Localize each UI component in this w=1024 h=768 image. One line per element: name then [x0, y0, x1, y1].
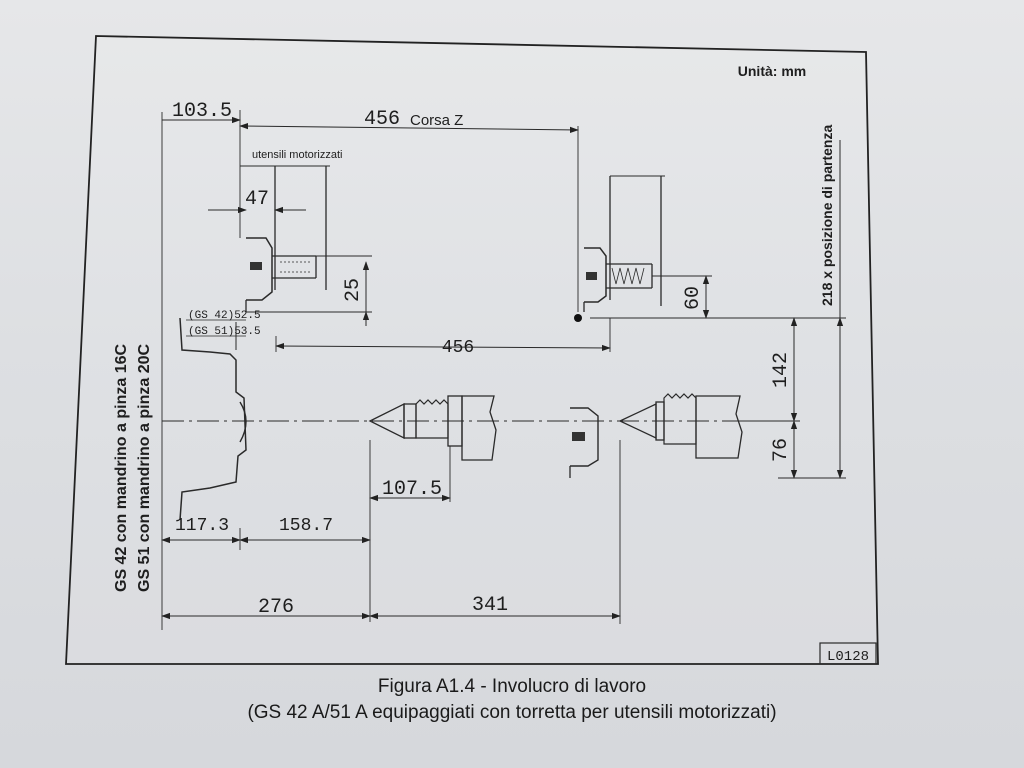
corsa-z-label: Corsa Z	[410, 112, 463, 129]
turret-tool-right	[569, 407, 599, 478]
dim-60: 60	[682, 286, 705, 310]
dim-47: 47	[245, 188, 269, 211]
tailstock-center-right	[618, 393, 743, 459]
dim-line-456-corsa-z	[239, 122, 579, 134]
dim-276: 276	[258, 596, 294, 619]
dim-25: 25	[342, 278, 365, 302]
dim-142: 142	[770, 352, 793, 388]
dim-line-456-mid	[275, 342, 611, 352]
gs51-offset: (GS 51)53.5	[188, 326, 261, 338]
dimension-lines	[161, 116, 844, 620]
gs51-side-label: GS 51 con mandrino a pinza 20C	[136, 343, 153, 592]
dim-456-top: 456	[364, 108, 400, 131]
spindle-outline	[179, 317, 247, 521]
live-tools-label: utensili motorizzati	[252, 149, 342, 161]
drawing-code-box	[819, 642, 877, 665]
dim-117-3: 117.3	[175, 516, 229, 536]
start-position-label: 218 x posizione di partenza	[819, 125, 835, 306]
dim-158-7: 158.7	[279, 516, 333, 536]
collet-nose	[239, 401, 247, 443]
figure-subtitle: (GS 42 A/51 A equipaggiati con torretta …	[247, 702, 777, 723]
dim-341: 341	[472, 594, 508, 617]
units-label: Unità: mm	[738, 63, 806, 79]
live-tool-holder-left	[245, 166, 327, 312]
figure-title: Figura A1.4 - Involucro di lavoro	[377, 676, 647, 697]
extension-lines	[161, 110, 846, 630]
drawing-code: L0128	[827, 649, 869, 665]
dim-456-mid: 456	[442, 338, 474, 358]
dim-107-5: 107.5	[382, 478, 442, 501]
tailstock-center-mid	[368, 395, 497, 461]
gs42-side-label: GS 42 con mandrino a pinza 16C	[113, 343, 130, 592]
dim-103-5: 103.5	[172, 100, 232, 123]
gs42-offset: (GS 42)52.5	[188, 310, 261, 322]
dim-76: 76	[770, 438, 793, 462]
live-tool-holder-right	[574, 176, 662, 322]
